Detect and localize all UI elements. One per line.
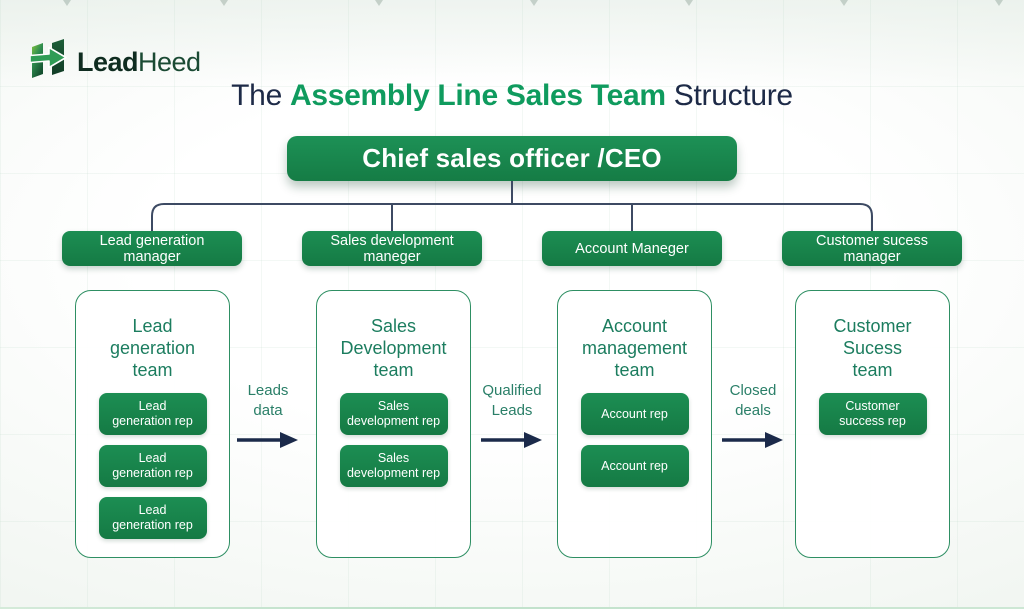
page-title: The Assembly Line Sales Team Structure [0,79,1024,113]
flow-arrow-icon [481,432,542,448]
page-title-highlight: Assembly Line Sales Team [290,79,666,112]
rep-list: Account rep Account rep [580,393,689,487]
top-tick-icon [63,0,71,6]
top-tick-icon [840,0,848,6]
rep-node: Lead generation rep [98,393,207,435]
brand-name-bold: Lead [77,47,139,77]
flow-leads-data: Leads data [218,381,318,455]
team-title: Sales Development team [340,316,447,380]
team-title: Lead generation team [109,316,196,380]
team-title: Customer Sucess team [833,316,912,380]
rep-node: Sales development rep [339,393,448,435]
brand-name-light: Heed [138,47,201,77]
top-tick-icon [530,0,538,6]
logo: LeadHeed [29,38,201,87]
rep-node: Customer success rep [818,393,927,435]
flow-closed-deals: Closed deals [703,381,803,455]
flow-arrow-icon [237,432,298,448]
rep-node: Lead generation rep [98,445,207,487]
ceo-node: Chief sales officer /CEO [287,136,737,181]
rep-list: Lead generation rep Lead generation rep … [98,393,207,539]
rep-node: Account rep [580,445,689,487]
page-title-suffix: Structure [665,79,793,112]
flow-label: Closed deals [729,382,777,419]
rep-node: Lead generation rep [98,497,207,539]
top-tick-icon [375,0,383,6]
bottom-accent-line [0,607,1024,609]
top-tick-icon [995,0,1003,6]
brand-name: LeadHeed [77,47,201,78]
page-title-prefix: The [231,79,290,112]
leadheed-logo-icon [29,38,68,87]
rep-list: Sales development rep Sales development … [339,393,448,487]
team-panel-lead-generation: Lead generation team Lead generation rep… [75,290,230,558]
top-tick-icon [685,0,693,6]
flow-qualified-leads: Qualified Leads [462,381,562,455]
rep-node: Account rep [580,393,689,435]
manager-node-sales-development: Sales development maneger [302,231,482,266]
manager-node-customer-success: Customer sucess manager [782,231,962,266]
rep-node: Sales development rep [339,445,448,487]
team-panel-account-management: Account management team Account rep Acco… [557,290,712,558]
team-title: Account management team [581,316,688,380]
flow-arrow-icon [722,432,783,448]
manager-node-account: Account Maneger [542,231,722,266]
flow-label: Qualified Leads [482,382,542,419]
top-tick-icon [220,0,228,6]
rep-list: Customer success rep [818,393,927,435]
team-panel-sales-development: Sales Development team Sales development… [316,290,471,558]
team-panel-customer-success: Customer Sucess team Customer success re… [795,290,950,558]
manager-node-lead-generation: Lead generation manager [62,231,242,266]
flow-label: Leads data [247,382,289,419]
